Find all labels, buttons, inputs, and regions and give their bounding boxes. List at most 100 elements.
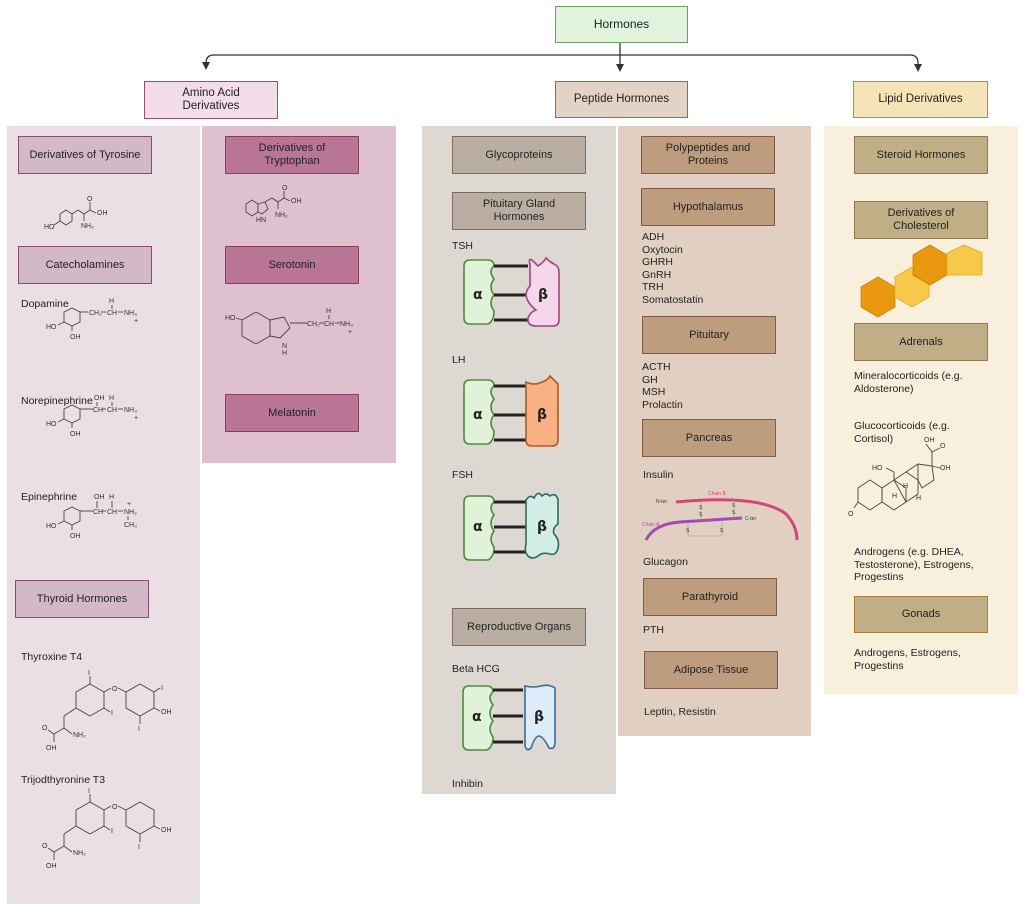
svg-text:+: + [127, 501, 131, 508]
trijodthyronine-t3-label: Trijodthyronine T3 [21, 774, 106, 786]
svg-text:α: α [473, 407, 483, 423]
svg-text:H: H [892, 493, 897, 500]
text-line: Androgens, Estrogens, [854, 647, 961, 659]
svg-text:I: I [111, 828, 113, 835]
svg-text:HO: HO [46, 421, 57, 428]
arrow-head-peptide [616, 64, 624, 72]
list-item: Somatostatin [642, 293, 704, 306]
list-item: ACTH [642, 361, 671, 373]
glucagon-label: Glucagon [643, 556, 688, 568]
mineralocorticoids-text: Mineralocorticoids (e.g. Aldosterone) [854, 370, 963, 395]
svg-text:C-ter: C-ter [745, 516, 756, 522]
svg-text:O: O [282, 185, 288, 192]
svg-text:+: + [134, 318, 138, 325]
connector-branch-line [205, 54, 919, 68]
svg-text:OH: OH [940, 465, 951, 472]
svg-text:H: H [109, 494, 114, 501]
svg-text:OH: OH [70, 431, 81, 438]
pth-label: PTH [643, 624, 664, 636]
svg-text:S: S [699, 505, 703, 511]
lh-glycoprotein-diagram: α β [463, 374, 559, 447]
svg-text:HO: HO [46, 523, 57, 530]
beta-subunit-shape [525, 374, 559, 447]
dopamine-label: Dopamine [21, 298, 69, 310]
svg-text:I: I [111, 710, 113, 717]
list-item: Oxytocin [642, 243, 683, 256]
steroid-hormones-box: Steroid Hormones [854, 136, 988, 174]
svg-text:S: S [732, 510, 736, 516]
glycoproteins-panel [422, 126, 616, 794]
svg-text:HO: HO [225, 315, 236, 322]
svg-text:CH: CH [107, 310, 117, 317]
adipose-tissue-box: Adipose Tissue [644, 651, 778, 689]
norepinephrine-structure: CH OH CH H NH₃ + HO OH [46, 395, 138, 438]
chain-a-line [644, 516, 743, 541]
parathyroid-box: Parathyroid [643, 578, 777, 616]
inhibin-label: Inhibin [452, 778, 483, 790]
derivatives-of-tyrosine-box: Derivatives of Tyrosine [18, 136, 152, 174]
svg-text:OH: OH [97, 210, 108, 217]
polypeptides-and-proteins-box: Polypeptides and Proteins [641, 136, 775, 174]
norepinephrine-label: Norepinephrine [21, 395, 93, 407]
svg-text:α: α [472, 709, 482, 725]
derivatives-of-tryptophan-box: Derivatives of Tryptophan [225, 136, 359, 174]
svg-text:OH: OH [70, 334, 81, 341]
svg-text:OH: OH [161, 827, 172, 834]
lh-label: LH [452, 354, 466, 366]
epinephrine-label: Epinephrine [21, 491, 78, 503]
svg-text:I: I [138, 726, 140, 733]
svg-text:N-ter: N-ter [656, 499, 667, 505]
svg-text:+: + [134, 415, 138, 422]
arrow-head-lipid [914, 64, 922, 72]
gonads-hormones-text: Androgens, Estrogens, Progestins [854, 647, 961, 672]
svg-text:OH: OH [70, 533, 81, 540]
svg-text:OH: OH [46, 863, 57, 870]
svg-text:OH: OH [46, 745, 57, 752]
list-item: TRH [642, 281, 664, 294]
svg-text:I: I [161, 685, 163, 692]
svg-text:NH₂: NH₂ [124, 509, 137, 516]
svg-text:NH₃: NH₃ [124, 407, 137, 414]
melatonin-box: Melatonin [225, 394, 359, 432]
svg-text:Chain B: Chain B [708, 491, 726, 497]
svg-text:O: O [940, 443, 946, 450]
svg-text:H: H [326, 308, 331, 315]
svg-text:H: H [109, 395, 114, 402]
svg-text:O: O [42, 843, 48, 850]
pancreas-box: Pancreas [642, 419, 776, 457]
svg-text:OH: OH [161, 709, 172, 716]
svg-text:N: N [282, 343, 287, 350]
hypothalamus-hormone-list: ADH Oxytocin GHRH GnRH TRH Somatostatin [642, 231, 703, 307]
tsh-label: TSH [452, 240, 473, 252]
svg-text:NH₃: NH₃ [340, 321, 353, 328]
svg-text:NH₂: NH₂ [73, 850, 86, 857]
svg-text:OH: OH [924, 437, 935, 444]
svg-text:CH₂: CH₂ [307, 321, 320, 328]
thyroxine-t4-label: Thyroxine T4 [21, 651, 83, 663]
hypothalamus-box: Hypothalamus [641, 188, 775, 226]
thyroxine-t4-structure: I I O I OH I NH₂ O OH [42, 670, 172, 752]
peptide-hormones-box: Peptide Hormones [555, 81, 688, 118]
svg-text:S: S [720, 528, 724, 534]
svg-text:CH: CH [93, 509, 103, 516]
text-line: Progestins [854, 571, 904, 584]
glycoproteins-box: Glycoproteins [452, 136, 586, 174]
svg-text:H: H [109, 298, 114, 305]
dopamine-structure: CH₂ CH H NH₃ + HO OH [46, 298, 138, 341]
catecholamines-box: Catecholamines [18, 246, 152, 284]
svg-text:NH₂: NH₂ [73, 732, 86, 739]
list-item: GHRH [642, 256, 673, 269]
pituitary-box: Pituitary [642, 316, 776, 354]
svg-text:S: S [686, 528, 690, 534]
svg-text:OH: OH [94, 395, 105, 402]
derivatives-of-cholesterol-box: Derivatives of Cholesterol [854, 201, 988, 239]
text-line: Mineralocorticoids (e.g. [854, 370, 963, 382]
alpha-subunit-shape [462, 685, 494, 751]
arrow-head-amino [202, 62, 210, 70]
list-item: GnRH [642, 268, 672, 281]
svg-text:H: H [916, 495, 921, 502]
pituitary-gland-hormones-box: Pituitary Gland Hormones [452, 192, 586, 230]
beta-subunit-shape [524, 684, 556, 751]
svg-text:S: S [732, 503, 736, 509]
pituitary-hormone-list: ACTH GH MSH Prolactin [642, 361, 683, 411]
